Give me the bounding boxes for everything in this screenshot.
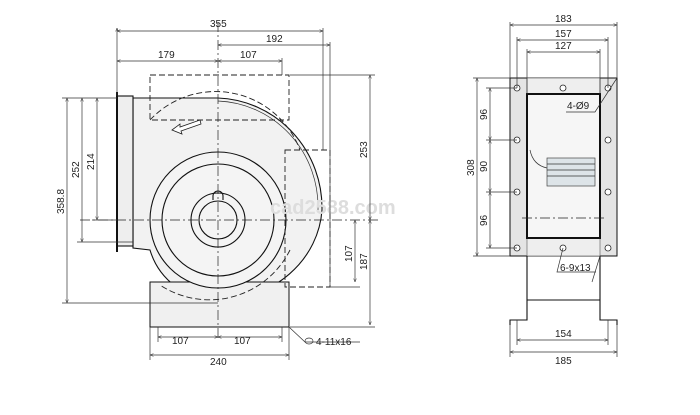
dim-179: 179 bbox=[158, 50, 175, 61]
side-view: cad2588.com 355 192 179 107 253 187 107 … bbox=[56, 19, 396, 368]
dim-107-top: 107 bbox=[240, 50, 257, 61]
hole-note-top: 4-Ø9 bbox=[567, 101, 590, 112]
mounting-holes bbox=[513, 84, 612, 252]
dim-157: 157 bbox=[555, 29, 572, 40]
dim-185: 185 bbox=[555, 356, 572, 367]
dim-252: 252 bbox=[71, 161, 82, 178]
dim-192: 192 bbox=[266, 34, 283, 45]
dim-214: 214 bbox=[86, 153, 97, 170]
dim-183: 183 bbox=[555, 14, 572, 25]
dim-96-bottom: 96 bbox=[479, 214, 490, 226]
hole-note-side: 4-11x16 bbox=[316, 337, 352, 348]
dim-96-top: 96 bbox=[479, 108, 490, 120]
mounting-flange bbox=[116, 95, 134, 247]
watermark: cad2588.com bbox=[270, 197, 396, 219]
dim-187: 187 bbox=[359, 253, 370, 270]
dim-107-base-right: 107 bbox=[234, 336, 251, 347]
dim-253: 253 bbox=[359, 141, 370, 158]
dim-240: 240 bbox=[210, 357, 227, 368]
outlet-base bbox=[149, 281, 290, 328]
dim-107-side: 107 bbox=[344, 245, 355, 262]
front-view: 183 157 127 308 96 90 96 154 185 4-Ø9 6-… bbox=[466, 14, 617, 367]
dim-358-8: 358.8 bbox=[56, 189, 67, 214]
dim-90: 90 bbox=[479, 160, 490, 172]
hole-note-bottom: 6-9x13 bbox=[560, 263, 591, 274]
dim-107-base-left: 107 bbox=[172, 336, 189, 347]
dim-127: 127 bbox=[555, 41, 572, 52]
impeller-window bbox=[546, 157, 596, 187]
slot-icon bbox=[304, 337, 314, 345]
dim-308: 308 bbox=[466, 159, 477, 176]
dim-355: 355 bbox=[210, 19, 227, 30]
outlet-dashed-top bbox=[149, 74, 290, 121]
dim-154: 154 bbox=[555, 329, 572, 340]
rotation-arrow-icon bbox=[171, 119, 202, 135]
